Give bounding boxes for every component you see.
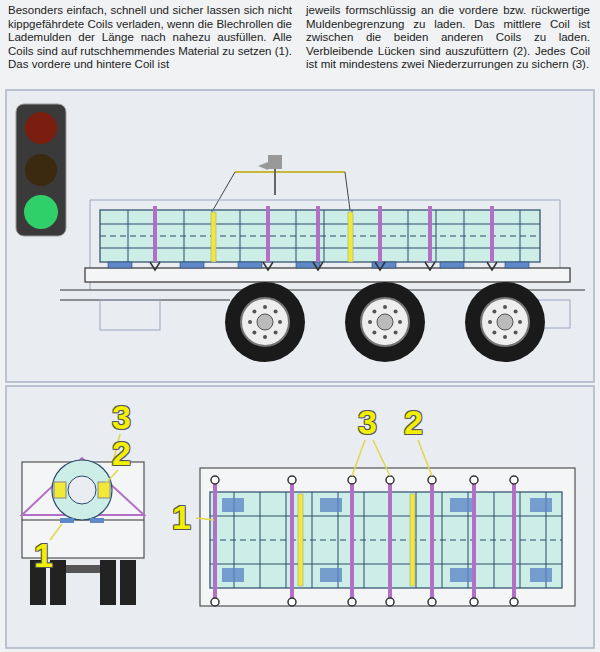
lashing-strap [472,484,476,598]
bolt [274,331,278,335]
coil-stripe [494,492,495,588]
lashing-point [428,476,436,484]
bolt [372,331,376,335]
coil-stripe [296,210,297,262]
bolt [274,309,278,313]
bolt [368,320,372,324]
lashing-point [510,476,518,484]
wheel [345,282,425,362]
bolt [398,320,402,324]
bolt [383,335,387,339]
bolt [518,320,522,324]
lashing-strap [290,484,294,598]
bolt [492,331,496,335]
lashing-point [348,476,356,484]
bolt [383,305,387,309]
callout-number: 1 [34,538,53,572]
lashing-point [348,598,356,606]
coil-stripe [408,210,409,262]
bolt [394,309,398,313]
wheel [465,282,545,362]
lashing-point [211,598,219,606]
coil-stripe [416,492,417,588]
lashing-point [288,476,296,484]
coil-stripe [442,492,443,588]
bolt [503,335,507,339]
rim [241,298,289,346]
callout-number: 2 [112,436,131,470]
hub [377,314,393,330]
bolt [514,309,518,313]
rim [481,298,529,346]
bolt [278,320,282,324]
coil-stripe [464,210,465,262]
callout-number: 3 [358,405,377,439]
bolt [372,309,376,313]
lashing-point [470,476,478,484]
hub [257,314,273,330]
coil-stripe [324,210,325,262]
body-text: Besonders einfach, schnell und sicher la… [8,4,292,72]
lashing-strap [388,484,392,598]
lashing-point [288,598,296,606]
coil-stripe [520,210,521,262]
rim [361,298,409,346]
coil-stripe [260,492,261,588]
bolt [263,305,267,309]
lashing-point [211,476,219,484]
lashing-strap [350,484,354,598]
lashing-strap [213,484,217,598]
lashing-point [470,598,478,606]
coil-stripe [364,492,365,588]
callout-number: 3 [112,400,131,434]
lashing-strap [430,484,434,598]
coil-stripe [128,210,129,262]
bolt [248,320,252,324]
coil-stripe [312,492,313,588]
lashing-point [428,598,436,606]
bolt [514,331,518,335]
hub [497,314,513,330]
bolt [503,305,507,309]
lashing-point [386,598,394,606]
lashing-point [510,598,518,606]
callout-number: 1 [172,500,191,534]
bolt [263,335,267,339]
callout-number: 2 [404,405,423,439]
coil-stripe [240,210,241,262]
coil-stripe [520,492,521,588]
bolt [394,331,398,335]
bolt [252,309,256,313]
coil-stripe [286,492,287,588]
bolt [488,320,492,324]
body-text: jeweils formschlüssig an die vordere bzw… [306,4,590,72]
wheel [225,282,305,362]
lashing-point [386,476,394,484]
coil-stripe [184,210,185,262]
bolt [492,309,496,313]
coil-stripe [436,210,437,262]
bolt [252,331,256,335]
lashing-strap [512,484,516,598]
